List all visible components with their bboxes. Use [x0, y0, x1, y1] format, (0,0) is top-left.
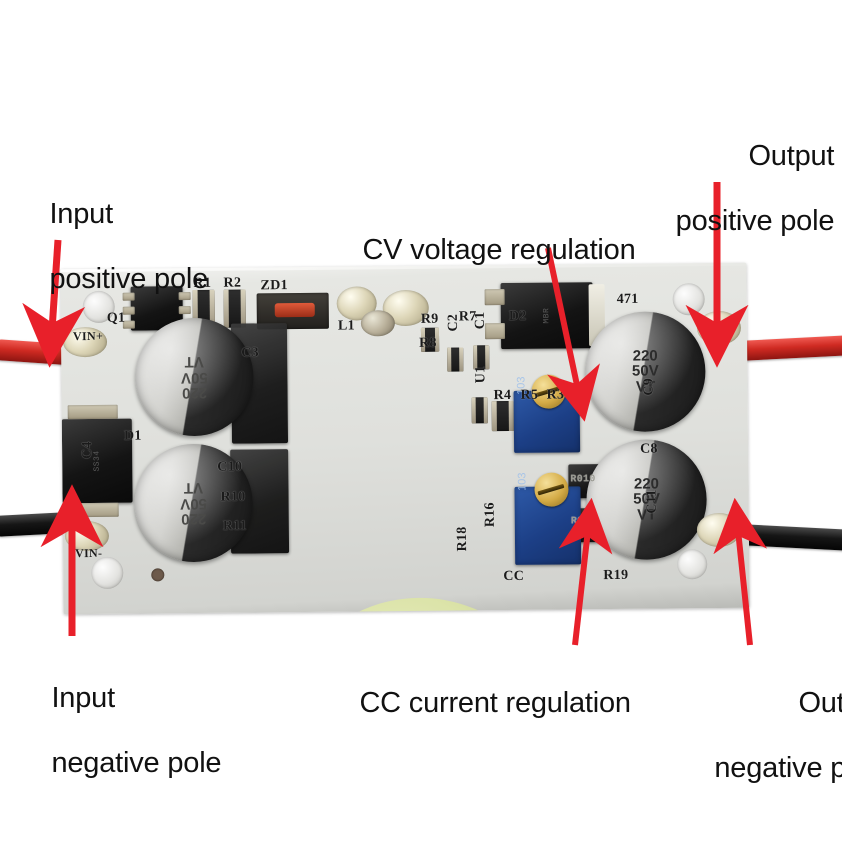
label-cv-voltage: CV voltage regulation — [331, 202, 636, 299]
output-negative-wire — [739, 524, 842, 551]
label-cc-current-text: CC current regulation — [359, 687, 631, 720]
input-capacitor-top: 220 50V VT — [134, 317, 254, 437]
label-input-positive-line1: Input — [49, 198, 113, 231]
silkscreen-r9: R9 — [420, 311, 439, 327]
label-cv-voltage-text: CV voltage regulation — [362, 234, 636, 267]
silkscreen-c4: C4 — [80, 441, 96, 460]
silkscreen-cc: CC — [503, 568, 525, 585]
silkscreen-vin+: VIN+ — [72, 328, 104, 344]
silkscreen-d1: D1 — [123, 428, 142, 444]
silkscreen-r19: R19 — [603, 567, 629, 584]
silkscreen-r10: R10 — [220, 489, 246, 505]
label-input-negative: Input negative pole — [20, 650, 221, 812]
silkscreen-r2: R2 — [223, 275, 242, 291]
label-input-negative-line1: Input — [51, 682, 115, 715]
label-input-positive-line2: positive pole — [49, 263, 209, 296]
u1-part — [471, 397, 488, 424]
mounting-hole — [91, 556, 124, 590]
cc-trimmer-code: 103 — [516, 472, 529, 491]
r4-resistor — [491, 400, 514, 432]
silkscreen-c11: C11 — [644, 489, 660, 514]
silkscreen-c8: C8 — [640, 441, 658, 457]
label-output-positive: Output positive pole — [676, 108, 835, 303]
silkscreen-u1: U1 — [473, 365, 489, 384]
silkscreen-c3: C3 — [241, 345, 259, 361]
silkscreen-c9: C9 — [641, 377, 657, 396]
label-input-negative-line2: negative pole — [51, 747, 222, 780]
toroid-inductor — [259, 568, 580, 615]
silkscreen-r8: R8 — [419, 335, 437, 351]
c2-capacitor — [447, 347, 464, 372]
silkscreen-r4: R4 — [493, 387, 512, 404]
label-output-negative-line1: Output — [798, 687, 842, 720]
silkscreen-r18: R18 — [454, 526, 471, 552]
sense-resistor-marking: R010 — [570, 474, 596, 486]
silkscreen-c10: C10 — [217, 459, 243, 475]
output-capacitor-top: 220 50V VT — [584, 311, 706, 433]
silkscreen-d2: D2 — [508, 308, 527, 324]
label-cc-current: CC current regulation — [328, 655, 631, 752]
sense-resistor-marking: R010 — [570, 516, 597, 528]
cap-value: 220 — [181, 384, 208, 402]
cap-voltage: 50V — [180, 368, 208, 386]
silkscreen-r11: R11 — [222, 518, 248, 534]
vout-positive-solder — [696, 310, 742, 346]
cap-brand: VT — [184, 353, 204, 371]
mounting-hole — [677, 549, 708, 580]
cc-adjust-screw[interactable] — [534, 472, 569, 507]
silkscreen-c1: C1 — [472, 311, 488, 330]
d1-pad — [67, 404, 118, 420]
mounting-hole — [672, 283, 705, 316]
silkscreen-l1: L1 — [337, 318, 355, 334]
label-output-positive-line1: Output — [748, 140, 835, 173]
vout-negative-solder — [696, 512, 742, 548]
label-output-positive-line2: positive pole — [675, 205, 835, 238]
d1-pad — [68, 502, 119, 518]
silkscreen-c2: C2 — [445, 313, 461, 332]
silkscreen-vin-: VIN- — [75, 545, 103, 561]
label-output-negative: Output negative pole — [714, 655, 842, 850]
silkscreen-r5: R5 — [520, 387, 539, 403]
solder-joint — [360, 310, 396, 337]
silkscreen-r16: R16 — [482, 502, 498, 528]
label-output-negative-line2: negative pole — [714, 752, 842, 785]
via-hole — [151, 568, 165, 582]
silkscreen-zd1: ZD1 — [260, 278, 288, 294]
output-positive-wire — [739, 335, 842, 361]
r2-resistor — [223, 289, 246, 328]
d1-diode: SS34 — [61, 418, 133, 504]
silkscreen-r3: R3 — [546, 387, 565, 403]
label-input-positive: Input positive pole — [18, 166, 208, 328]
